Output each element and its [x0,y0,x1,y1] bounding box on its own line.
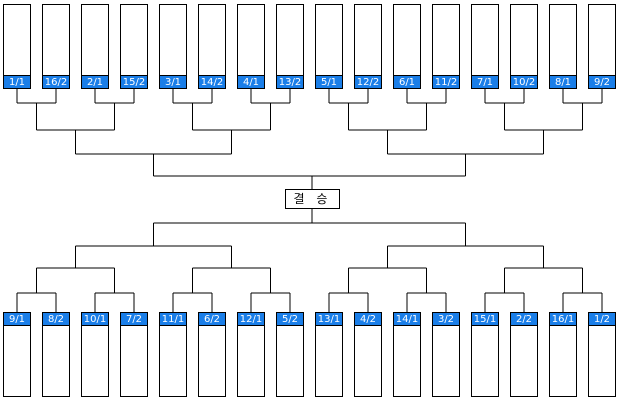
bottom-seed-label: 16/1 [549,312,577,326]
bottom-slot: 3/2 [432,312,460,397]
bottom-slot: 16/1 [549,312,577,397]
bottom-slot: 2/2 [510,312,538,397]
top-seed-label: 8/1 [549,75,577,89]
top-slot: 4/1 [237,4,265,89]
top-slot: 1/1 [3,4,31,89]
bottom-slot: 9/1 [3,312,31,397]
bottom-seed-label: 9/1 [3,312,31,326]
bottom-seed-label: 5/2 [276,312,304,326]
bottom-slot: 6/2 [198,312,226,397]
final-box: 결 승 [285,189,340,209]
bottom-seed-label: 13/1 [315,312,343,326]
top-slot: 14/2 [198,4,226,89]
top-seed-label: 5/1 [315,75,343,89]
top-slot: 3/1 [159,4,187,89]
top-seed-label: 13/2 [276,75,304,89]
top-slot: 6/1 [393,4,421,89]
top-seed-label: 16/2 [42,75,70,89]
top-slot: 13/2 [276,4,304,89]
bottom-slot: 8/2 [42,312,70,397]
bottom-slot: 11/1 [159,312,187,397]
bottom-seed-label: 6/2 [198,312,226,326]
top-seed-label: 12/2 [354,75,382,89]
bottom-slot: 10/1 [81,312,109,397]
top-slot: 12/2 [354,4,382,89]
bottom-seed-label: 12/1 [237,312,265,326]
bottom-seed-label: 3/2 [432,312,460,326]
top-seed-label: 1/1 [3,75,31,89]
bottom-seed-label: 7/2 [120,312,148,326]
bottom-slot: 14/1 [393,312,421,397]
bottom-slot: 7/2 [120,312,148,397]
top-seed-label: 3/1 [159,75,187,89]
bottom-seed-label: 11/1 [159,312,187,326]
bottom-seed-label: 2/2 [510,312,538,326]
bottom-seed-label: 10/1 [81,312,109,326]
bottom-slot: 15/1 [471,312,499,397]
top-slot: 2/1 [81,4,109,89]
top-slot: 16/2 [42,4,70,89]
top-slot: 15/2 [120,4,148,89]
bottom-slot: 13/1 [315,312,343,397]
bottom-slot: 5/2 [276,312,304,397]
top-seed-label: 2/1 [81,75,109,89]
top-slot: 8/1 [549,4,577,89]
top-slot: 11/2 [432,4,460,89]
top-seed-label: 11/2 [432,75,460,89]
bottom-seed-label: 8/2 [42,312,70,326]
top-seed-label: 10/2 [510,75,538,89]
top-slot: 9/2 [588,4,616,89]
top-slot: 7/1 [471,4,499,89]
bottom-slot: 12/1 [237,312,265,397]
top-slot: 5/1 [315,4,343,89]
bottom-slot: 1/2 [588,312,616,397]
top-seed-label: 14/2 [198,75,226,89]
bottom-seed-label: 4/2 [354,312,382,326]
bottom-seed-label: 1/2 [588,312,616,326]
top-seed-label: 15/2 [120,75,148,89]
bottom-slot: 4/2 [354,312,382,397]
bottom-seed-label: 15/1 [471,312,499,326]
bottom-seed-label: 14/1 [393,312,421,326]
top-seed-label: 4/1 [237,75,265,89]
top-seed-label: 9/2 [588,75,616,89]
top-seed-label: 7/1 [471,75,499,89]
top-seed-label: 6/1 [393,75,421,89]
top-slot: 10/2 [510,4,538,89]
